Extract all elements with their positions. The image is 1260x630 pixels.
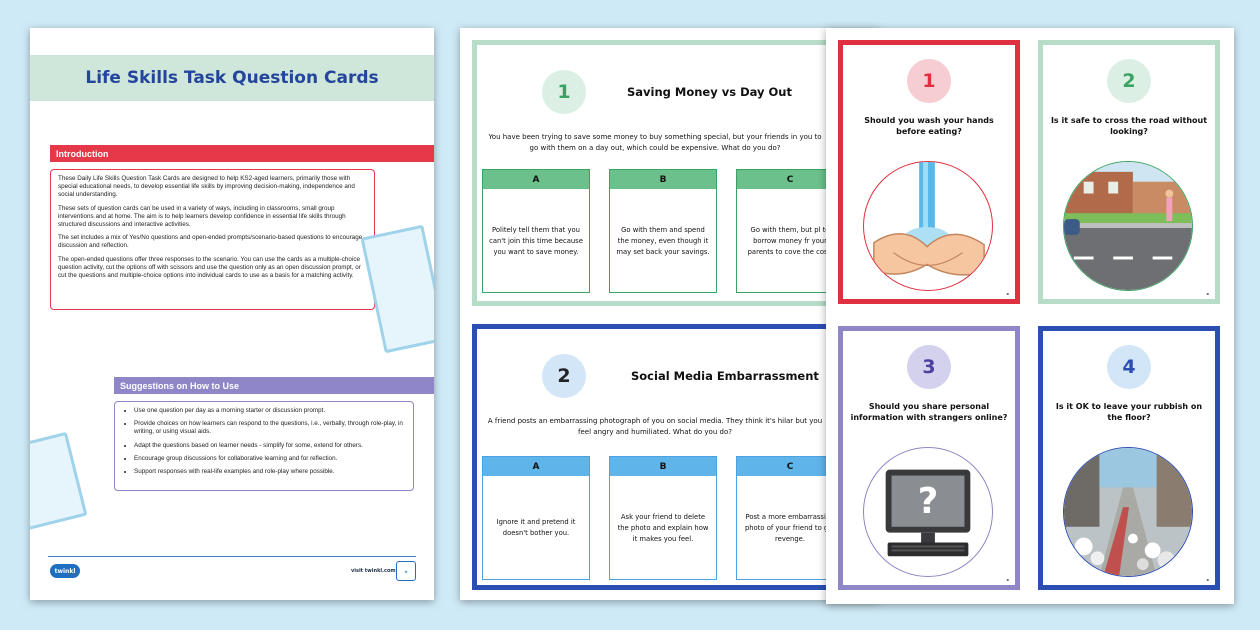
picture-card-1: 1 Should you wash your hands before eati… — [838, 40, 1020, 304]
litter-street-icon — [1063, 447, 1193, 577]
footer-logo: ▪ — [1206, 577, 1209, 582]
scenario-title: Saving Money vs Day Out — [627, 85, 792, 99]
card-number: 3 — [907, 345, 951, 389]
intro-paragraph: The open-ended questions offer three res… — [58, 255, 361, 280]
footer-logo: ▪ — [1206, 291, 1209, 296]
card-question: Is it OK to leave your rubbish on the fl… — [1055, 402, 1203, 422]
option-letter: C — [737, 170, 843, 189]
footer-logo: ▪ — [1006, 577, 1009, 582]
card-number: 2 — [542, 354, 586, 398]
intro-paragraph: The set includes a mix of Yes/No questio… — [58, 234, 363, 250]
suggestion-item: Adapt the questions based on learner nee… — [134, 442, 406, 450]
badge-icon: ★ — [396, 561, 416, 581]
scenario-text: You have been trying to save some money … — [488, 133, 822, 152]
suggestions-box: Use one question per day as a morning st… — [114, 401, 414, 491]
option-letter: C — [737, 457, 843, 476]
scenario-cards-sheet: 1 Saving Money vs Day Out You have been … — [460, 28, 880, 600]
scenario-title: Social Media Embarrassment — [631, 369, 819, 383]
picture-card-3: 3 Should you share personal information … — [838, 326, 1020, 590]
footer-divider — [48, 556, 416, 557]
option-text: Politely tell them that you can't join t… — [489, 225, 583, 256]
option-text: Post a more embarrassing photo of your f… — [744, 512, 836, 543]
suggestion-item: Support responses with real-life example… — [134, 468, 406, 476]
card-question: Should you share personal information wi… — [850, 402, 1008, 422]
suggestion-item: Provide choices on how learners can resp… — [134, 420, 406, 436]
option-text: Go with them and spend the money, even t… — [616, 225, 710, 256]
picture-card-4: 4 Is it OK to leave your rubbish on the … — [1038, 326, 1220, 590]
footer-logo: ▪ — [1006, 291, 1009, 296]
decorative-card-shape — [360, 224, 434, 354]
card-question: Is it safe to cross the road without loo… — [1050, 116, 1208, 136]
option-c: C Post a more embarrassing photo of your… — [736, 456, 844, 580]
option-c: C Go with them, but pl to borrow money f… — [736, 169, 844, 293]
title-banner: Life Skills Task Question Cards — [30, 55, 434, 101]
option-b: B Ask your friend to delete the photo an… — [609, 456, 717, 580]
card-number: 2 — [1107, 59, 1151, 103]
intro-paragraph: These sets of question cards can be used… — [58, 204, 346, 229]
suggestion-item: Use one question per day as a morning st… — [134, 407, 406, 415]
footer-url: visit twinkl.com — [351, 568, 396, 574]
option-text: Ask your friend to delete the photo and … — [617, 512, 709, 543]
card-question: Should you wash your hands before eating… — [864, 116, 994, 136]
card-number: 4 — [1107, 345, 1151, 389]
option-letter: B — [610, 457, 716, 476]
option-b: B Go with them and spend the money, even… — [609, 169, 717, 293]
info-document-page: Life Skills Task Question Cards Introduc… — [30, 28, 434, 600]
card-number: 1 — [907, 59, 951, 103]
introduction-box: These Daily Life Skills Question Task Ca… — [50, 169, 375, 310]
option-a: A Politely tell them that you can't join… — [482, 169, 590, 293]
card-number: 1 — [542, 70, 586, 114]
option-letter: A — [483, 170, 589, 189]
decorative-card-shape — [30, 431, 88, 531]
suggestion-item: Encourage group discussions for collabor… — [134, 455, 406, 463]
road-crossing-icon — [1063, 161, 1193, 291]
introduction-heading: Introduction — [50, 145, 434, 162]
option-letter: B — [610, 170, 716, 189]
twinkl-logo: twinkl — [50, 564, 80, 578]
computer-question-icon: ? — [863, 447, 993, 577]
page-title: Life Skills Task Question Cards — [85, 68, 379, 88]
scenario-card-1: 1 Saving Money vs Day Out You have been … — [472, 40, 880, 306]
option-text: Ignore it and pretend it doesn't bother … — [496, 518, 576, 537]
hand-washing-icon — [863, 161, 993, 291]
svg-text:?: ? — [918, 481, 939, 522]
picture-cards-sheet: 1 Should you wash your hands before eati… — [826, 28, 1234, 604]
intro-paragraph: These Daily Life Skills Question Task Ca… — [58, 175, 355, 199]
option-a: A Ignore it and pretend it doesn't bothe… — [482, 456, 590, 580]
suggestions-heading: Suggestions on How to Use — [114, 377, 434, 394]
option-text: Go with them, but pl to borrow money fr … — [747, 225, 833, 256]
scenario-card-2: 2 Social Media Embarrassment A friend po… — [472, 324, 880, 590]
option-letter: A — [483, 457, 589, 476]
picture-card-2: 2 Is it safe to cross the road without l… — [1038, 40, 1220, 304]
scenario-text: A friend posts an embarrassing photograp… — [487, 417, 823, 436]
